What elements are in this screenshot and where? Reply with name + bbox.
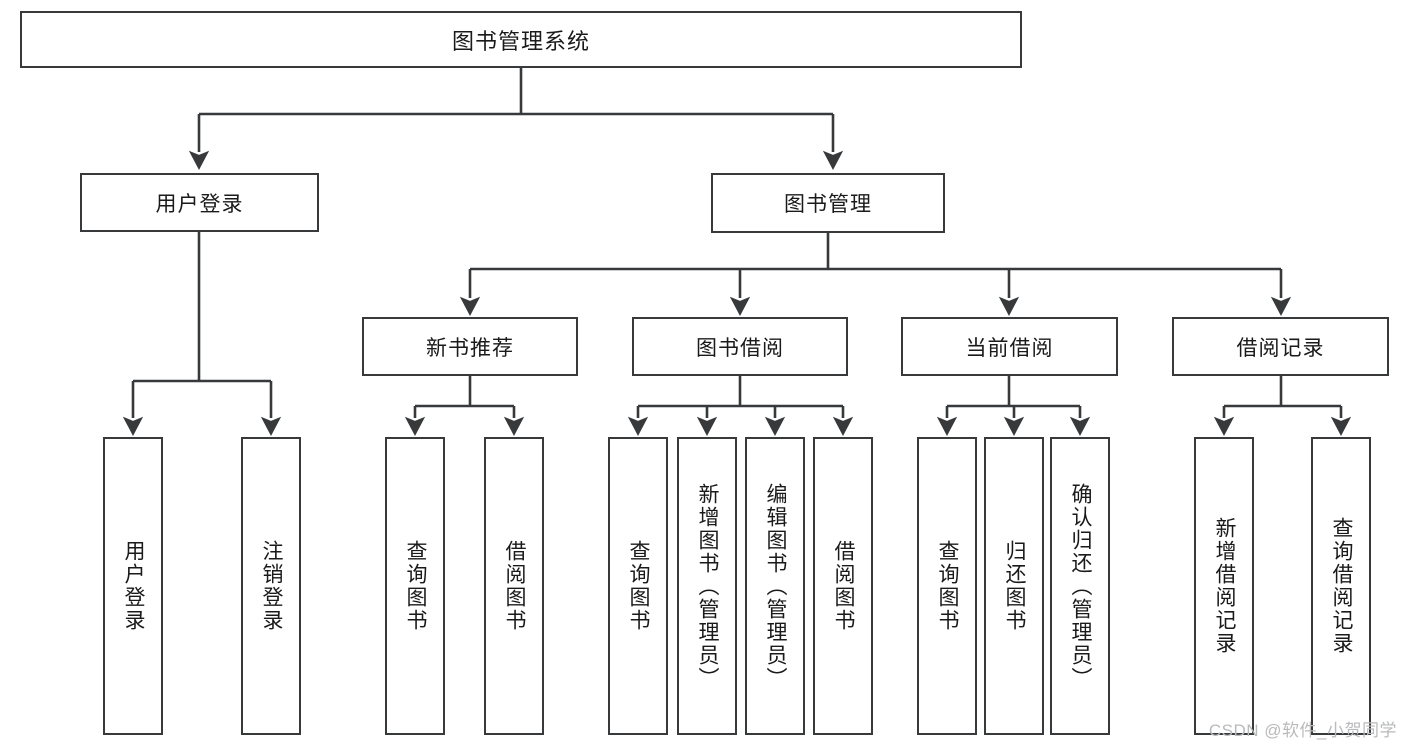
node-new-book-recommend[interactable]: 新书推荐 bbox=[362, 317, 578, 376]
node-label: 当前借阅 bbox=[965, 336, 1054, 360]
node-label: 查询图书 bbox=[936, 540, 960, 632]
node-label: 查询图书 bbox=[404, 540, 428, 632]
node-label: 借阅记录 bbox=[1236, 336, 1325, 360]
node-label: 用户登录 bbox=[155, 192, 244, 216]
node-label: 借阅图书 bbox=[832, 540, 856, 632]
leaf-borrow-book-borrow[interactable]: 借阅图书 bbox=[813, 437, 873, 735]
leaf-add-borrow-record[interactable]: 新增借阅记录 bbox=[1194, 437, 1254, 735]
leaf-add-book-admin[interactable]: 新增图书（管理员） bbox=[677, 437, 737, 735]
node-label: 借阅图书 bbox=[503, 540, 527, 632]
node-label: 新增借阅记录 bbox=[1213, 517, 1237, 655]
leaf-query-borrow-record[interactable]: 查询借阅记录 bbox=[1311, 437, 1371, 735]
node-label: 注销登录 bbox=[260, 540, 284, 632]
node-user-login[interactable]: 用户登录 bbox=[80, 173, 319, 232]
node-borrow-record[interactable]: 借阅记录 bbox=[1172, 317, 1389, 376]
leaf-logout-login[interactable]: 注销登录 bbox=[241, 437, 301, 735]
node-book-borrow[interactable]: 图书借阅 bbox=[632, 317, 848, 376]
leaf-edit-book-admin[interactable]: 编辑图书（管理员） bbox=[745, 437, 805, 735]
node-book-manage[interactable]: 图书管理 bbox=[711, 173, 945, 233]
leaf-borrow-book-recommend[interactable]: 借阅图书 bbox=[484, 437, 544, 735]
node-label: 图书管理 bbox=[784, 193, 872, 216]
leaf-query-book-borrow[interactable]: 查询图书 bbox=[608, 437, 668, 735]
leaf-query-book-recommend[interactable]: 查询图书 bbox=[385, 437, 445, 735]
leaf-confirm-return-admin[interactable]: 确认归还（管理员） bbox=[1050, 437, 1110, 735]
leaf-query-book-current[interactable]: 查询图书 bbox=[917, 437, 977, 735]
node-label: 确认归还（管理员） bbox=[1069, 482, 1093, 690]
node-label: 编辑图书（管理员） bbox=[764, 482, 788, 690]
node-current-borrow[interactable]: 当前借阅 bbox=[901, 317, 1118, 376]
leaf-return-book[interactable]: 归还图书 bbox=[984, 437, 1044, 735]
node-label: 查询借阅记录 bbox=[1330, 517, 1354, 655]
node-label: 查询图书 bbox=[627, 540, 651, 632]
node-label: 归还图书 bbox=[1003, 540, 1027, 632]
node-label: 用户登录 bbox=[122, 540, 146, 632]
node-label: 新书推荐 bbox=[426, 336, 514, 360]
node-root-system[interactable]: 图书管理系统 bbox=[20, 11, 1022, 68]
node-label: 新增图书（管理员） bbox=[696, 482, 720, 690]
node-label: 图书借阅 bbox=[696, 336, 784, 360]
node-label: 图书管理系统 bbox=[451, 28, 590, 54]
leaf-user-login[interactable]: 用户登录 bbox=[103, 437, 163, 735]
watermark-credit: CSDN @软件_小贺同学 bbox=[1208, 721, 1397, 740]
